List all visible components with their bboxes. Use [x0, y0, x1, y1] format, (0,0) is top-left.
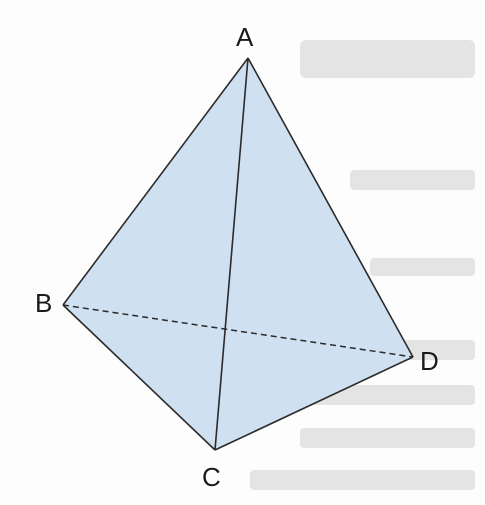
edge-cd — [214, 356, 414, 451]
vertex-label-d: D — [420, 346, 439, 376]
edge-bd — [62, 304, 414, 358]
vertex-label-c: C — [202, 462, 221, 492]
edge-ac — [214, 57, 249, 451]
tetrahedron-face-abc — [63, 58, 248, 450]
tetrahedron-face-acd — [215, 58, 413, 450]
vertex-label-a: A — [236, 22, 254, 52]
edge-ad — [247, 57, 414, 358]
edge-bc — [62, 304, 216, 451]
vertex-label-b: B — [35, 288, 52, 318]
edge-ab — [62, 57, 249, 306]
